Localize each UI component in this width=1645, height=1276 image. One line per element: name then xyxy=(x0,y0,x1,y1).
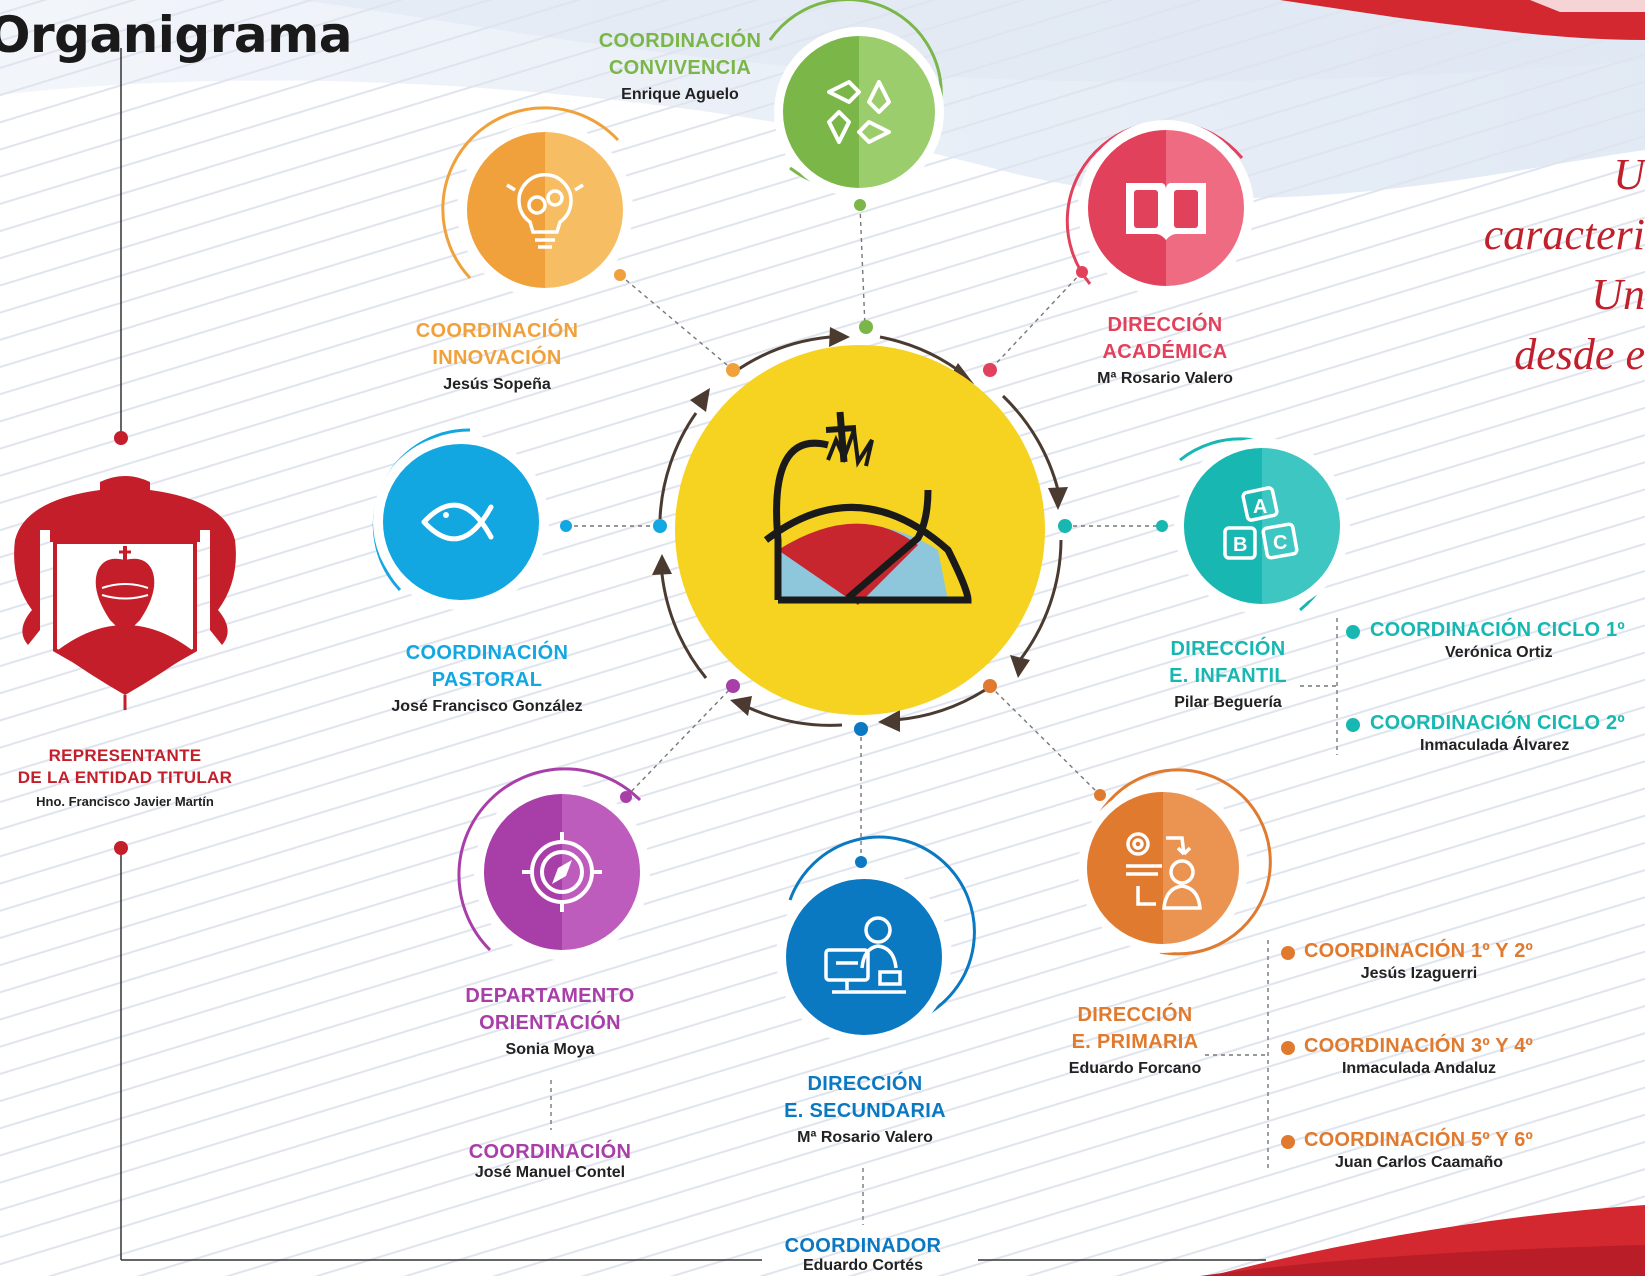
node-convivencia-circle xyxy=(768,0,944,197)
center-arrows-ring xyxy=(658,335,1063,727)
coordinador-title: COORDINADOR xyxy=(784,1235,942,1257)
open-book-icon xyxy=(1126,183,1206,240)
secundaria-line1: DIRECCIÓN xyxy=(807,1073,923,1095)
quote-line-2: caracteri xyxy=(1483,210,1645,259)
primaria-sub-2-title: COORDINACIÓN 3º Y 4º xyxy=(1304,1035,1534,1057)
infantil-line1: DIRECCIÓN xyxy=(1170,638,1286,660)
fish-icon xyxy=(421,502,494,542)
node-primaria-circle xyxy=(1078,768,1272,956)
representante-person: Hno. Francisco Javier Martín xyxy=(36,794,214,809)
primaria-sub-1: COORDINACIÓN 1º Y 2º Jesús Izaguerri xyxy=(1304,940,1564,985)
academica-line2: ACADÉMICA xyxy=(1102,341,1228,363)
page-title: Organigrama xyxy=(0,6,352,64)
label-secundaria: DIRECCIÓN E. SECUNDARIA Mª Rosario Valer… xyxy=(750,1071,980,1149)
primaria-person: Eduardo Forcano xyxy=(1068,1060,1202,1077)
label-pastoral: COORDINACIÓN PASTORAL José Francisco Gon… xyxy=(367,640,607,718)
innovacion-person: Jesús Sopeña xyxy=(443,376,551,393)
node-pastoral-circle xyxy=(372,428,549,610)
entity-shield-logo xyxy=(14,476,236,710)
label-orientacion-coordinacion: COORDINACIÓN José Manuel Contel xyxy=(450,1139,650,1184)
pastoral-line2: PASTORAL xyxy=(431,669,543,691)
label-convivencia: COORDINACIÓN CONVIVENCIA Enrique Aguelo xyxy=(580,28,780,106)
orientacion-person: Sonia Moya xyxy=(505,1041,595,1058)
primaria-sub-3: COORDINACIÓN 5º Y 6º Juan Carlos Caamaño xyxy=(1304,1129,1564,1174)
infantil-sub-2: COORDINACIÓN CICLO 2º Inmaculada Álvarez xyxy=(1370,712,1645,757)
quote-line-4: desde e xyxy=(1514,330,1645,379)
orientacion-coord-person: José Manuel Contel xyxy=(474,1164,626,1181)
primaria-sub-1-person: Jesús Izaguerri xyxy=(1360,965,1478,982)
svg-text:A: A xyxy=(1253,496,1267,518)
quote-line-3: Un xyxy=(1591,270,1645,319)
innovacion-line2: INNOVACIÓN xyxy=(432,347,562,369)
label-orientacion: DEPARTAMENTO ORIENTACIÓN Sonia Moya xyxy=(450,983,650,1061)
center-arrow-heads xyxy=(652,327,1068,732)
orientacion-coord-title: COORDINACIÓN xyxy=(468,1141,632,1163)
abc-blocks-icon: AB C xyxy=(1223,486,1299,560)
label-coordinador: COORDINADOR Eduardo Cortés xyxy=(763,1235,963,1275)
primaria-sub-1-title: COORDINACIÓN 1º Y 2º xyxy=(1304,940,1534,962)
compass-icon xyxy=(522,832,602,912)
academica-person: Mª Rosario Valero xyxy=(1097,370,1233,387)
orientacion-line2: ORIENTACIÓN xyxy=(479,1012,621,1034)
infantil-sub-2-title: COORDINACIÓN CICLO 2º xyxy=(1370,712,1625,734)
primaria-sub-3-person: Juan Carlos Caamaño xyxy=(1334,1154,1504,1171)
representante-title-2: DE LA ENTIDAD TITULAR xyxy=(17,768,233,787)
label-academica: DIRECCIÓN ACADÉMICA Mª Rosario Valero xyxy=(1065,312,1265,390)
lightbulb-gears-icon xyxy=(506,173,584,249)
infantil-sub-1-title: COORDINACIÓN CICLO 1º xyxy=(1370,619,1625,641)
primaria-sub-2: COORDINACIÓN 3º Y 4º Inmaculada Andaluz xyxy=(1304,1035,1564,1080)
primaria-sub-3-title: COORDINACIÓN 5º Y 6º xyxy=(1304,1129,1534,1151)
label-infantil: DIRECCIÓN E. INFANTIL Pilar Beguería xyxy=(1148,636,1308,714)
infantil-line2: E. INFANTIL xyxy=(1169,665,1287,687)
infantil-sub-2-person: Inmaculada Álvarez xyxy=(1420,737,1570,754)
student-computer-icon xyxy=(824,916,906,994)
representante-title-1: REPRESENTANTE xyxy=(48,746,202,765)
primaria-line1: DIRECCIÓN xyxy=(1077,1004,1193,1026)
label-primaria: DIRECCIÓN E. PRIMARIA Eduardo Forcano xyxy=(1040,1002,1230,1080)
quote-text: U caracteri Un desde e xyxy=(1484,145,1645,385)
svg-text:C: C xyxy=(1273,532,1287,554)
secundaria-line2: E. SECUNDARIA xyxy=(784,1100,946,1122)
node-infantil-circle xyxy=(1174,437,1350,614)
convivencia-line1: COORDINACIÓN xyxy=(598,30,762,52)
coordinador-person: Eduardo Cortés xyxy=(802,1257,923,1274)
pastoral-person: José Francisco González xyxy=(391,698,583,715)
node-innovacion-circle xyxy=(441,106,633,298)
convivencia-person: Enrique Aguelo xyxy=(621,86,739,103)
secundaria-person: Mª Rosario Valero xyxy=(797,1129,933,1146)
orientacion-line1: DEPARTAMENTO xyxy=(465,985,635,1007)
sacred-heart-logo-icon xyxy=(763,411,972,605)
quote-line-1: U xyxy=(1613,150,1645,199)
pastoral-line1: COORDINACIÓN xyxy=(405,642,569,664)
teamwork-hands-icon xyxy=(827,80,891,144)
representante-label: REPRESENTANTE DE LA ENTIDAD TITULAR Hno.… xyxy=(0,745,250,813)
infantil-sub-1: COORDINACIÓN CICLO 1º Verónica Ortiz xyxy=(1370,619,1645,664)
innovacion-line1: COORDINACIÓN xyxy=(415,320,579,342)
primaria-sub-2-person: Inmaculada Andaluz xyxy=(1341,1060,1497,1077)
teacher-process-icon xyxy=(1126,832,1202,910)
academica-line1: DIRECCIÓN xyxy=(1107,314,1223,336)
primaria-line2: E. PRIMARIA xyxy=(1071,1031,1199,1053)
svg-text:B: B xyxy=(1233,534,1247,556)
infantil-person: Pilar Beguería xyxy=(1174,694,1282,711)
label-innovacion: COORDINACIÓN INNOVACIÓN Jesús Sopeña xyxy=(397,318,597,396)
convivencia-line2: CONVIVENCIA xyxy=(608,57,752,79)
infantil-sub-1-person: Verónica Ortiz xyxy=(1445,644,1553,661)
